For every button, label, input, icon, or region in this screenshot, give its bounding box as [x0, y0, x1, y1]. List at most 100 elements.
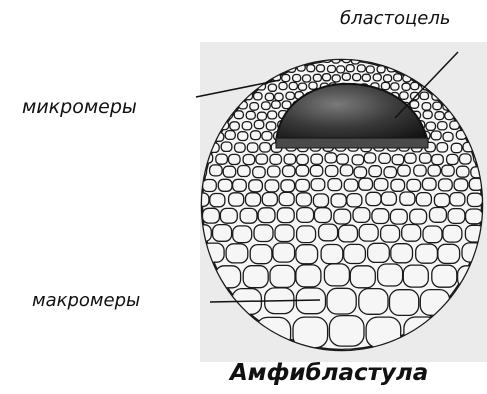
- embryo-cell: [339, 225, 358, 242]
- embryo-cell: [220, 208, 237, 223]
- embryo-cell: [317, 65, 325, 72]
- figure-caption: Амфибластула: [230, 360, 428, 386]
- embryo-cell: [381, 225, 400, 242]
- embryo-cell: [384, 75, 392, 82]
- embryo-cell: [229, 154, 241, 164]
- embryo-cell: [286, 92, 294, 99]
- embryo-cell: [283, 166, 296, 177]
- embryo-cell: [265, 93, 273, 100]
- embryo-cell: [323, 74, 331, 81]
- embryo-cell: [391, 244, 413, 263]
- embryo-cell: [268, 166, 281, 177]
- embryo-cell: [423, 226, 442, 243]
- embryo-cell: [234, 111, 243, 119]
- embryo-cell: [297, 208, 314, 223]
- embryo-cell: [416, 193, 431, 206]
- embryo-cell: [374, 179, 388, 191]
- embryo-cell: [384, 167, 397, 178]
- embryo-cell: [254, 93, 262, 100]
- embryo-cell: [296, 245, 318, 264]
- embryo-cell: [411, 82, 419, 89]
- embryo-cell: [359, 224, 378, 241]
- embryo-cell: [223, 166, 236, 177]
- embryo-cell: [381, 192, 396, 205]
- embryo-cell: [430, 208, 447, 223]
- embryo-cell: [297, 155, 309, 165]
- embryo-cell: [216, 154, 228, 164]
- embryo-cell: [434, 194, 449, 207]
- embryo-cell: [313, 194, 328, 207]
- embryo-cell: [329, 316, 364, 347]
- embryo-cell: [432, 265, 457, 287]
- embryo-cell: [391, 83, 399, 90]
- embryo-cell: [238, 166, 251, 177]
- embryo-cell: [390, 209, 407, 224]
- embryo-cell: [321, 245, 343, 264]
- embryo-cell: [439, 179, 453, 191]
- embryo-cell: [466, 209, 483, 224]
- embryo-cell: [254, 120, 263, 128]
- embryo-cell: [327, 288, 356, 314]
- embryo-cell: [243, 155, 255, 165]
- embryo-cell: [270, 265, 295, 287]
- embryo-cell: [353, 208, 370, 223]
- embryo-cell: [403, 265, 428, 287]
- embryo-cell: [352, 155, 364, 165]
- embryo-cell: [314, 208, 331, 223]
- embryo-cell: [250, 245, 272, 264]
- embryo-cell: [311, 154, 323, 164]
- embryo-cell: [275, 93, 283, 100]
- embryo-cell: [325, 166, 338, 177]
- embryo-cell: [402, 83, 410, 90]
- embryo-cell: [420, 153, 432, 163]
- embryo-cell: [242, 122, 252, 130]
- embryo-cell: [303, 75, 311, 82]
- embryo-cell: [378, 264, 403, 286]
- embryo-cell: [354, 167, 367, 178]
- embryo-cell: [364, 153, 376, 163]
- embryo-cell: [178, 243, 200, 262]
- embryo-cell: [221, 142, 232, 151]
- embryo-cell: [309, 82, 317, 89]
- embryo-cell: [431, 131, 441, 140]
- embryo-cell: [357, 65, 365, 72]
- embryo-cell: [416, 244, 438, 263]
- embryo-cell: [423, 111, 432, 119]
- embryo-cell: [203, 208, 220, 223]
- embryo-cell: [233, 226, 252, 243]
- embryo-cell: [407, 179, 421, 191]
- embryo-cell: [296, 265, 321, 287]
- embryo-cell: [210, 165, 223, 176]
- embryo-cell: [247, 143, 258, 152]
- embryo-cell: [254, 225, 273, 242]
- embryo-cell: [243, 266, 268, 288]
- embryo-cell: [192, 73, 200, 80]
- embryo-cell: [369, 166, 382, 177]
- embryo-cell: [422, 178, 436, 190]
- embryo-cell: [422, 103, 431, 111]
- embryo-cell: [230, 122, 240, 130]
- embryo-cell: [282, 75, 290, 82]
- embryo-cell: [310, 165, 323, 176]
- embryo-cell: [311, 179, 325, 191]
- macromeres-label: макромеры: [32, 290, 140, 311]
- embryo-cell: [313, 74, 321, 81]
- embryo-cell: [433, 102, 442, 110]
- embryo-cell: [337, 66, 345, 73]
- blastocoel-floor: [276, 138, 428, 148]
- embryo-cell: [438, 244, 460, 263]
- embryo-cell: [257, 112, 266, 120]
- embryo-cell: [307, 65, 315, 72]
- embryo-cell: [235, 143, 246, 152]
- embryo-cell: [324, 264, 349, 286]
- embryo-cell: [447, 154, 459, 164]
- embryo-cell: [289, 82, 297, 89]
- embryo-cell: [246, 111, 255, 119]
- embryo-cell: [265, 180, 279, 192]
- embryo-cell: [390, 290, 419, 316]
- embryo-cell: [225, 131, 235, 140]
- embryo-cell: [260, 143, 271, 152]
- embryo-cell: [443, 225, 462, 242]
- embryo-cell: [270, 154, 282, 164]
- embryo-cell: [298, 83, 306, 90]
